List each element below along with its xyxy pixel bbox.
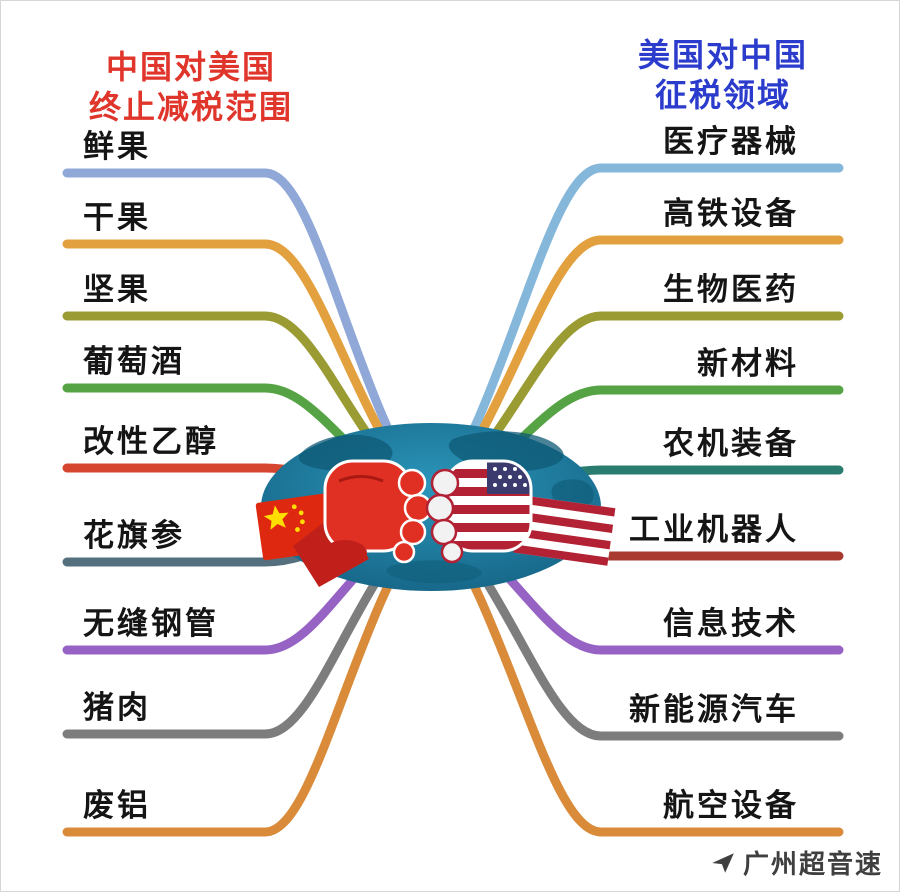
right-branch-label-1: 高铁设备 bbox=[663, 196, 799, 232]
right-branch-title-line1: 美国对中国 bbox=[637, 36, 808, 74]
right-branch-title: 美国对中国 征税领域 bbox=[613, 35, 833, 115]
left-branch-label-3: 葡萄酒 bbox=[83, 344, 185, 380]
usa-flag-icon bbox=[513, 495, 616, 566]
right-branch-label-3: 新材料 bbox=[697, 346, 799, 382]
right-branch-label-0: 医疗器械 bbox=[663, 124, 799, 160]
right-branch-label-8: 航空设备 bbox=[663, 788, 799, 824]
left-branch-label-8: 废铝 bbox=[83, 788, 151, 824]
left-branch-label-2: 坚果 bbox=[83, 272, 151, 308]
left-branch-label-7: 猪肉 bbox=[83, 690, 151, 726]
left-branch-label-1: 干果 bbox=[83, 200, 151, 236]
right-branch-label-7: 新能源汽车 bbox=[629, 692, 799, 728]
right-branch-label-2: 生物医药 bbox=[663, 272, 799, 308]
right-branch-label-5: 工业机器人 bbox=[629, 512, 799, 548]
left-branch-title-line2: 终止减税范围 bbox=[88, 88, 293, 126]
right-branch-label-6: 信息技术 bbox=[663, 606, 799, 642]
watermark-text: 广州超音速 bbox=[742, 850, 883, 880]
right-branch-title-line2: 征税领域 bbox=[654, 76, 791, 114]
left-branch-title: 中国对美国 终止减税范围 bbox=[71, 47, 311, 127]
usa-fist-icon bbox=[425, 459, 533, 564]
left-branch-label-5: 花旗参 bbox=[83, 518, 185, 554]
left-branch-title-line1: 中国对美国 bbox=[105, 48, 276, 86]
left-branch-label-6: 无缝钢管 bbox=[83, 606, 219, 642]
left-branch-label-0: 鲜果 bbox=[83, 129, 151, 165]
watermark: 广州超音速 bbox=[710, 844, 883, 881]
left-branch-label-4: 改性乙醇 bbox=[83, 424, 219, 460]
china-fist-icon bbox=[293, 459, 433, 587]
paper-plane-icon bbox=[712, 852, 734, 873]
right-branch-label-4: 农机装备 bbox=[663, 426, 799, 462]
